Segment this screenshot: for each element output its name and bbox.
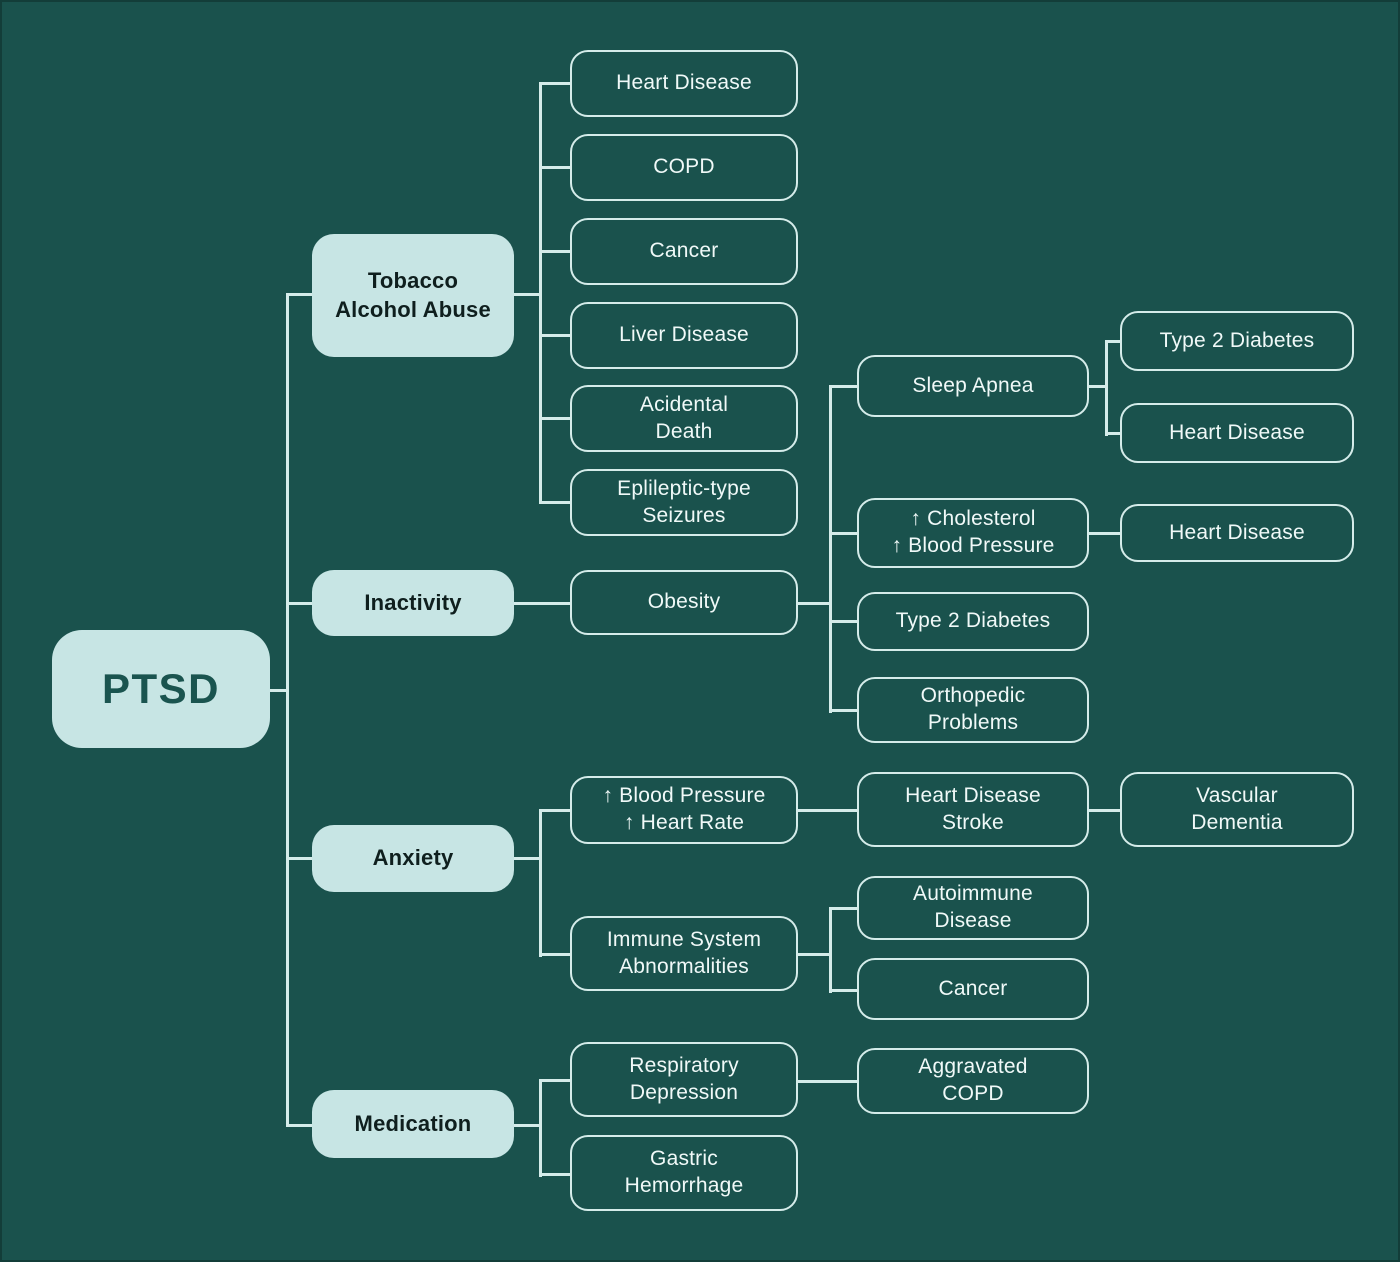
node-heart-disease-stroke: Heart Disease Stroke [857,772,1089,847]
node-heart-disease-3: Heart Disease [1120,504,1354,562]
connector-line [286,293,314,296]
connector-line [1089,809,1120,812]
connector-line [829,989,857,992]
node-inactivity: Inactivity [312,570,514,636]
node-respiratory-depression: Respiratory Depression [570,1042,798,1117]
connector-line [286,857,314,860]
connector-line [1105,432,1120,435]
connector-line [513,857,540,860]
connector-line [829,620,857,623]
node-aggravated-copd: Aggravated COPD [857,1048,1089,1114]
node-accidental-death: Acidental Death [570,385,798,452]
node-type-2-diabetes-1: Type 2 Diabetes [1120,311,1354,371]
connector-line [513,1124,540,1127]
connector-line [539,1079,542,1177]
connector-line [829,385,832,713]
connector-line [286,1124,314,1127]
connector-line [798,953,830,956]
node-immune-system-abnormalities: Immune System Abnormalities [570,916,798,991]
connector-line [286,293,289,1127]
connector-line [539,809,542,957]
connector-line [539,1173,570,1176]
connector-line [539,250,570,253]
connector-line [798,602,830,605]
node-liver-disease: Liver Disease [570,302,798,369]
connector-line [539,953,570,956]
connector-line [539,1079,570,1082]
node-cancer-1: Cancer [570,218,798,285]
connector-line [829,532,857,535]
connector-line [798,809,857,812]
node-ptsd: PTSD [52,630,270,748]
connector-line [1089,385,1106,388]
node-cancer-2: Cancer [857,958,1089,1020]
node-copd: COPD [570,134,798,201]
node-autoimmune-disease: Autoimmune Disease [857,876,1089,940]
node-tobacco-alcohol-abuse: Tobacco Alcohol Abuse [312,234,514,357]
node-vascular-dementia: Vascular Dementia [1120,772,1354,847]
connector-line [1089,532,1120,535]
node-blood-pressure-heart-rate: ↑ Blood Pressure ↑ Heart Rate [570,776,798,844]
connector-line [539,501,570,504]
connector-line [513,293,540,296]
connector-line [798,1080,857,1083]
node-medication: Medication [312,1090,514,1158]
connector-line [539,417,570,420]
node-type-2-diabetes-2: Type 2 Diabetes [857,592,1089,651]
node-epileptic-type-seizures: Eplileptic-type Seizures [570,469,798,536]
connector-line [539,82,570,85]
connector-line [539,82,542,504]
connector-line [829,907,857,910]
connector-line [268,689,288,692]
connector-line [539,809,570,812]
node-anxiety: Anxiety [312,825,514,892]
connector-line [286,602,314,605]
connector-line [1105,340,1120,343]
node-sleep-apnea: Sleep Apnea [857,355,1089,417]
connector-line [513,602,570,605]
node-cholesterol-blood-pressure: ↑ Cholesterol ↑ Blood Pressure [857,498,1089,568]
node-heart-disease-2: Heart Disease [1120,403,1354,463]
connector-line [539,334,570,337]
connector-line [1105,340,1108,436]
node-orthopedic-problems: Orthopedic Problems [857,677,1089,743]
connector-line [829,385,857,388]
connector-line [829,709,857,712]
connector-line [539,166,570,169]
connector-line [829,907,832,993]
node-heart-disease-1: Heart Disease [570,50,798,117]
node-gastric-hemorrhage: Gastric Hemorrhage [570,1135,798,1211]
node-obesity: Obesity [570,570,798,635]
